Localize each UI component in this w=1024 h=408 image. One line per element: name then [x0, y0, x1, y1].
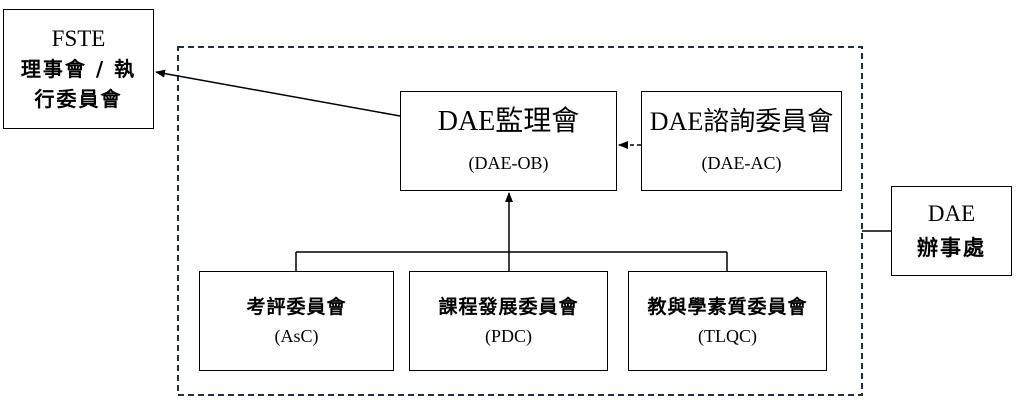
group-boundary	[177, 46, 863, 396]
oversight-board-node: DAE監理會 (DAE-OB)	[400, 91, 617, 191]
teaching-learning-quality-committee-node: 教與學素質委員會 (TLQC)	[628, 271, 827, 371]
fste-board-node: FSTE 理事會 / 執行委員會	[3, 9, 154, 129]
office-title: DAE	[927, 201, 976, 226]
pdc-title: 課程發展委員會	[438, 296, 579, 318]
ob-to-fste-arrow	[155, 69, 401, 117]
advisory-committee-node: DAE諮詢委員會 (DAE-AC)	[641, 91, 842, 191]
ob-title: DAE監理會	[437, 106, 580, 137]
asc-abbreviation: (AsC)	[274, 326, 319, 346]
fste-subtitle: 理事會 / 執行委員會	[20, 57, 137, 111]
pdc-abbreviation: (PDC)	[484, 326, 532, 346]
asc-title: 考評委員會	[246, 296, 347, 318]
dae-office-node: DAE 辦事處	[891, 186, 1012, 276]
programme-development-committee-node: 課程發展委員會 (PDC)	[409, 271, 608, 371]
office-subtitle: 辦事處	[917, 236, 986, 260]
fste-title: FSTE	[51, 26, 106, 51]
ac-abbreviation: (DAE-AC)	[701, 153, 782, 173]
ac-title: DAE諮詢委員會	[649, 107, 834, 136]
tlqc-abbreviation: (TLQC)	[698, 326, 757, 346]
assessment-committee-node: 考評委員會 (AsC)	[199, 271, 394, 371]
ob-abbreviation: (DAE-OB)	[468, 153, 549, 173]
tlqc-title: 教與學素質委員會	[647, 296, 808, 318]
